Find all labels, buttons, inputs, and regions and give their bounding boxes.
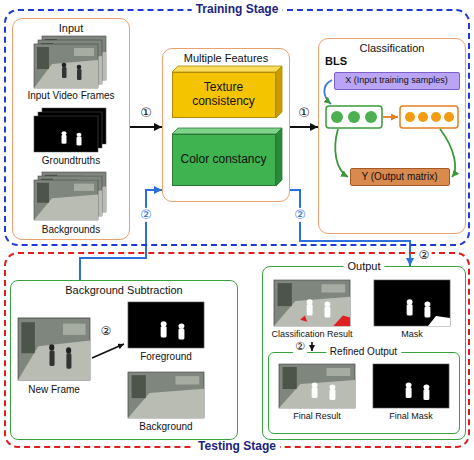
background-image — [128, 372, 204, 418]
image-caption: Groundtruths — [42, 155, 100, 167]
background-image — [128, 372, 204, 418]
subtraction-arrow — [92, 344, 124, 358]
classification-panel: ClassificationBLS X (Input training sampl… — [318, 38, 466, 234]
image-caption: Mask — [401, 329, 423, 339]
node-title: Testing Stage — [194, 440, 280, 454]
bls-flow-arrow — [335, 129, 348, 177]
classification-result-image — [274, 280, 350, 326]
classification-result-image — [274, 280, 350, 326]
enhancement-nodes-layer — [400, 106, 458, 128]
input-panel: Input — [12, 18, 130, 240]
image-caption: Input Video Frames — [27, 90, 114, 102]
feature-nodes-layer — [365, 111, 377, 123]
final-mask-image — [373, 364, 449, 408]
image-caption: Classification Result — [271, 329, 352, 339]
classification-result-image — [307, 299, 331, 317]
step-number: ② — [292, 208, 308, 222]
image-caption: Foreground — [140, 351, 192, 363]
groundtruth-stack — [34, 108, 106, 152]
enhancement-nodes-layer — [400, 106, 458, 128]
background-stack — [34, 180, 98, 220]
image-caption: Final Mask — [389, 411, 433, 421]
enhancement-nodes-layer — [444, 112, 454, 122]
feature-cube: Texture consistency — [172, 72, 276, 118]
flow-arrow — [290, 126, 318, 128]
cube-faces — [172, 66, 282, 186]
callout-number: ② — [99, 325, 114, 339]
mask-image — [374, 280, 450, 326]
mask-image — [374, 280, 450, 326]
feature-nodes-layer — [326, 106, 382, 128]
groundtruth-stack — [34, 116, 98, 152]
flow-arrow — [130, 126, 162, 128]
new-frame-image — [49, 344, 71, 368]
node-title: Texture consistency — [177, 81, 271, 109]
cube-faces — [276, 128, 282, 186]
input-matrix-box: X (Input training samples) — [334, 72, 460, 90]
refine-arrow — [311, 342, 313, 351]
node-title: Input — [13, 22, 129, 35]
foreground-image — [128, 302, 204, 348]
classification-result-image — [300, 316, 350, 326]
feature-cube: Color constancy — [172, 134, 276, 186]
bls-flow-arrow — [383, 116, 398, 118]
final-mask-image — [373, 364, 449, 408]
callout-number: ② — [417, 249, 432, 263]
node-title: Background Subtraction — [11, 284, 237, 297]
video-frame-stack — [34, 36, 106, 88]
output-matrix-box: Y (Output matrix) — [350, 168, 450, 186]
video-frame-stack — [34, 44, 98, 88]
node-title: Output — [343, 260, 384, 273]
final-result-image — [279, 364, 355, 408]
image-caption: New Frame — [28, 384, 80, 396]
callout-number: ② — [293, 341, 307, 354]
refined-output-panel: Refined Output — [268, 352, 460, 434]
step-number: ① — [296, 106, 312, 120]
enhancement-nodes-layer — [405, 112, 415, 122]
node-title: Training Stage — [192, 3, 283, 17]
mask-image — [428, 316, 450, 326]
node-title: Multiple Features — [163, 52, 289, 65]
feature-nodes-layer — [331, 111, 343, 123]
background-stack — [34, 172, 106, 220]
flow-arrow — [290, 190, 410, 266]
feature-panel: Multiple FeaturesTexture consistencyColo… — [162, 48, 290, 202]
final-result-image — [312, 383, 336, 401]
image-caption: Final Result — [293, 411, 341, 421]
feature-nodes-layer — [348, 111, 360, 123]
final-result-image — [279, 364, 355, 408]
video-frame-stack — [62, 63, 82, 80]
image-caption: Backgrounds — [42, 224, 100, 236]
node-title: Color constancy — [180, 153, 266, 167]
node-title: Y (Output matrix) — [362, 171, 438, 183]
training-stage-region: Training StageInputMultiple FeaturesText… — [4, 9, 470, 246]
step-number: ① — [138, 106, 154, 120]
enhancement-nodes-layer — [431, 112, 441, 122]
node-title: Refined Output — [326, 346, 401, 358]
enhancement-nodes-layer — [418, 112, 428, 122]
bls-flow-arrow — [324, 80, 455, 177]
cube-faces — [276, 66, 282, 118]
foreground-image — [128, 302, 204, 348]
new-frame-image — [18, 318, 90, 380]
step-number: ② — [138, 208, 154, 222]
subtraction-panel: Background Subtraction — [10, 280, 238, 440]
node-title: X (Input training samples) — [345, 75, 448, 85]
image-caption: Background — [139, 421, 192, 433]
feature-nodes-layer — [326, 106, 382, 128]
new-frame-image — [18, 318, 90, 380]
node-title: Classification — [319, 42, 465, 55]
bls-flow-arrow — [324, 80, 332, 104]
node-subtitle: BLS — [325, 55, 347, 68]
